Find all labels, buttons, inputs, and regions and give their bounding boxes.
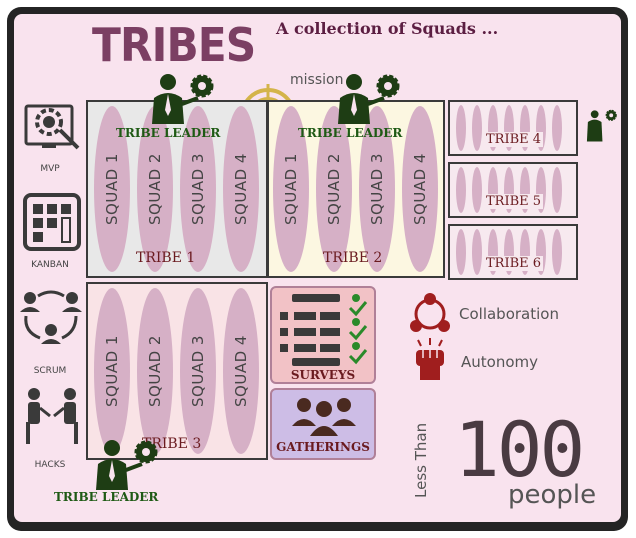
tribe-6-label: TRIBE 6 (484, 256, 544, 271)
squad-1: SQUAD 1 (273, 106, 309, 272)
gatherings-label: GATHERINGS (276, 440, 370, 454)
squad-2: SQUAD 2 (137, 288, 173, 454)
tribe-5-box: TRIBE 5 (448, 162, 578, 218)
tribe-leader-icon (96, 440, 158, 490)
survey-checklist-icon (280, 294, 368, 366)
people-count: 100 (454, 405, 585, 494)
tribe-leader-icon (152, 74, 214, 124)
less-than-label: Less Than (412, 422, 430, 498)
squad-3: SQUAD 3 (180, 288, 216, 454)
collaboration-icon (410, 293, 450, 332)
squad-2: SQUAD 2 (316, 106, 352, 272)
group-people-icon (292, 398, 356, 436)
tribe-6-box: TRIBE 6 (448, 224, 578, 280)
surveys-card: SURVEYS (270, 286, 376, 384)
people-label: people (508, 480, 597, 510)
surveys-label: SURVEYS (290, 368, 356, 382)
tribe-leader-3-label: TRIBE LEADER (54, 490, 159, 504)
gear-network-icon (24, 104, 80, 150)
squad-2: SQUAD 2 (137, 106, 173, 272)
tribe-1-box: SQUAD 1 SQUAD 2 SQUAD 3 SQUAD 4 TRIBE 1 (86, 100, 268, 278)
tribe-4-box: TRIBE 4 (448, 100, 578, 156)
squad-4: SQUAD 4 (402, 106, 438, 272)
tribe-leader-icon (338, 74, 400, 124)
side-label-hacks: HACKS (34, 460, 66, 470)
squad-4: SQUAD 4 (223, 288, 259, 454)
squad-4: SQUAD 4 (223, 106, 259, 272)
diagram-title: TRIBES (92, 18, 256, 72)
tribe-1-label: TRIBE 1 (136, 250, 196, 266)
tribe-3-label: TRIBE 3 (142, 436, 202, 452)
scrum-cycle-icon (20, 290, 82, 344)
tribe-2-box: SQUAD 1 SQUAD 2 SQUAD 3 SQUAD 4 TRIBE 2 (267, 100, 445, 278)
collaboration-label: Collaboration (459, 305, 559, 323)
tribe-leader-2-label: TRIBE LEADER (298, 126, 403, 140)
tribe-leader-icon (586, 109, 617, 142)
kanban-board-icon (23, 193, 81, 251)
tribe-4-label: TRIBE 4 (484, 132, 544, 147)
tribe-2-label: TRIBE 2 (323, 250, 383, 266)
side-label-scrum: SCRUM (33, 366, 67, 376)
gatherings-card: GATHERINGS (270, 388, 376, 460)
squad-1: SQUAD 1 (94, 106, 130, 272)
squad-3: SQUAD 3 (180, 106, 216, 272)
discussion-icon (26, 388, 78, 444)
mission-label: mission (290, 72, 344, 88)
tribe-5-label: TRIBE 5 (484, 194, 544, 209)
tribe-leader-1-label: TRIBE LEADER (116, 126, 221, 140)
diagram-subtitle: A collection of Squads ... (276, 19, 499, 38)
tribe-3-box: SQUAD 1 SQUAD 2 SQUAD 3 SQUAD 4 TRIBE 3 (86, 282, 268, 460)
squad-3: SQUAD 3 (359, 106, 395, 272)
autonomy-label: Autonomy (461, 353, 538, 371)
squad-1: SQUAD 1 (94, 288, 130, 454)
diagram-canvas: TRIBES A collection of Squads ... missio… (14, 14, 621, 522)
side-label-mvp: MVP (40, 164, 60, 174)
raised-fist-icon (416, 338, 444, 380)
side-label-kanban: KANBAN (31, 260, 69, 270)
